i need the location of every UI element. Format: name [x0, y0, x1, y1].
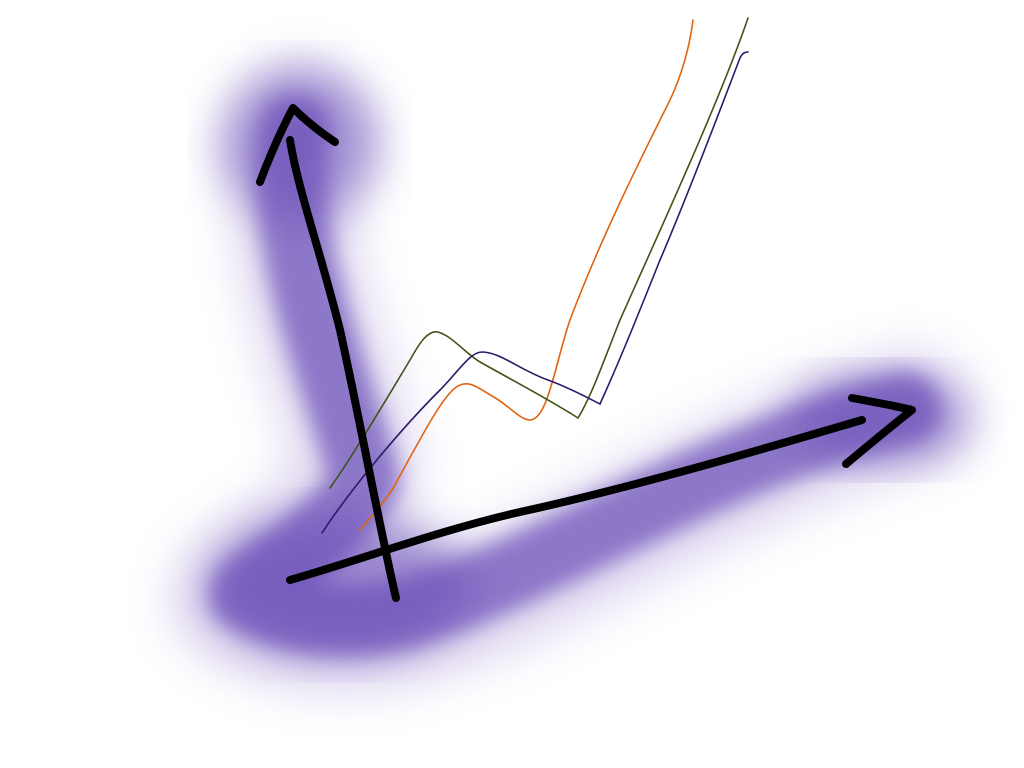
arrow-right-icon — [286, 416, 866, 584]
green-line — [329, 17, 749, 489]
navy-line — [321, 51, 749, 534]
purple-glow — [170, 60, 970, 694]
axes — [256, 104, 916, 602]
glow-right-blob — [790, 375, 970, 465]
arrow-up-icon — [286, 136, 400, 602]
orange-line — [359, 19, 694, 531]
glow-origin-blob — [210, 515, 470, 655]
arrow-right-head — [842, 394, 916, 468]
data-lines — [321, 17, 749, 534]
arrow-up-head — [256, 104, 339, 186]
